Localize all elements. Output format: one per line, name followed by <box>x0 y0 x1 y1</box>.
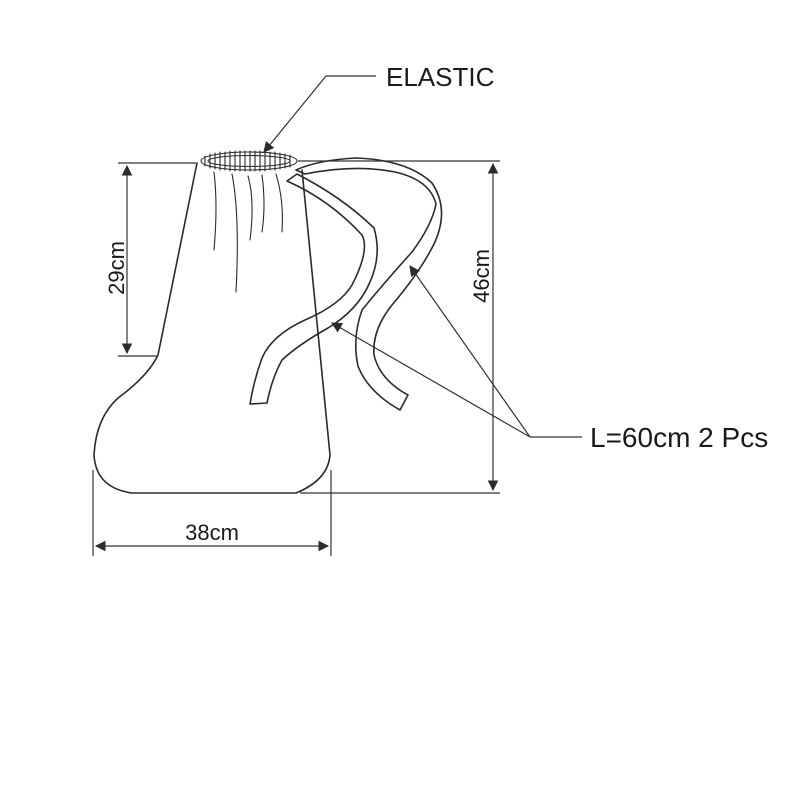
strap-leader <box>331 265 582 438</box>
dimension-29cm <box>118 162 196 357</box>
width-38cm-label: 38cm <box>185 520 239 545</box>
dimension-46cm <box>298 160 500 494</box>
fabric-folds <box>213 171 283 293</box>
strap-length-label: L=60cm 2 Pcs <box>590 422 768 453</box>
height-29cm-label: 29cm <box>104 241 129 295</box>
elastic-leader <box>263 75 376 153</box>
height-46cm-label: 46cm <box>469 249 494 303</box>
strap-front <box>249 173 378 405</box>
strap-back <box>295 157 443 411</box>
elastic-opening <box>200 150 298 172</box>
bag-outline <box>93 162 331 494</box>
elastic-label: ELASTIC <box>386 62 494 92</box>
dimension-38cm <box>92 470 332 556</box>
